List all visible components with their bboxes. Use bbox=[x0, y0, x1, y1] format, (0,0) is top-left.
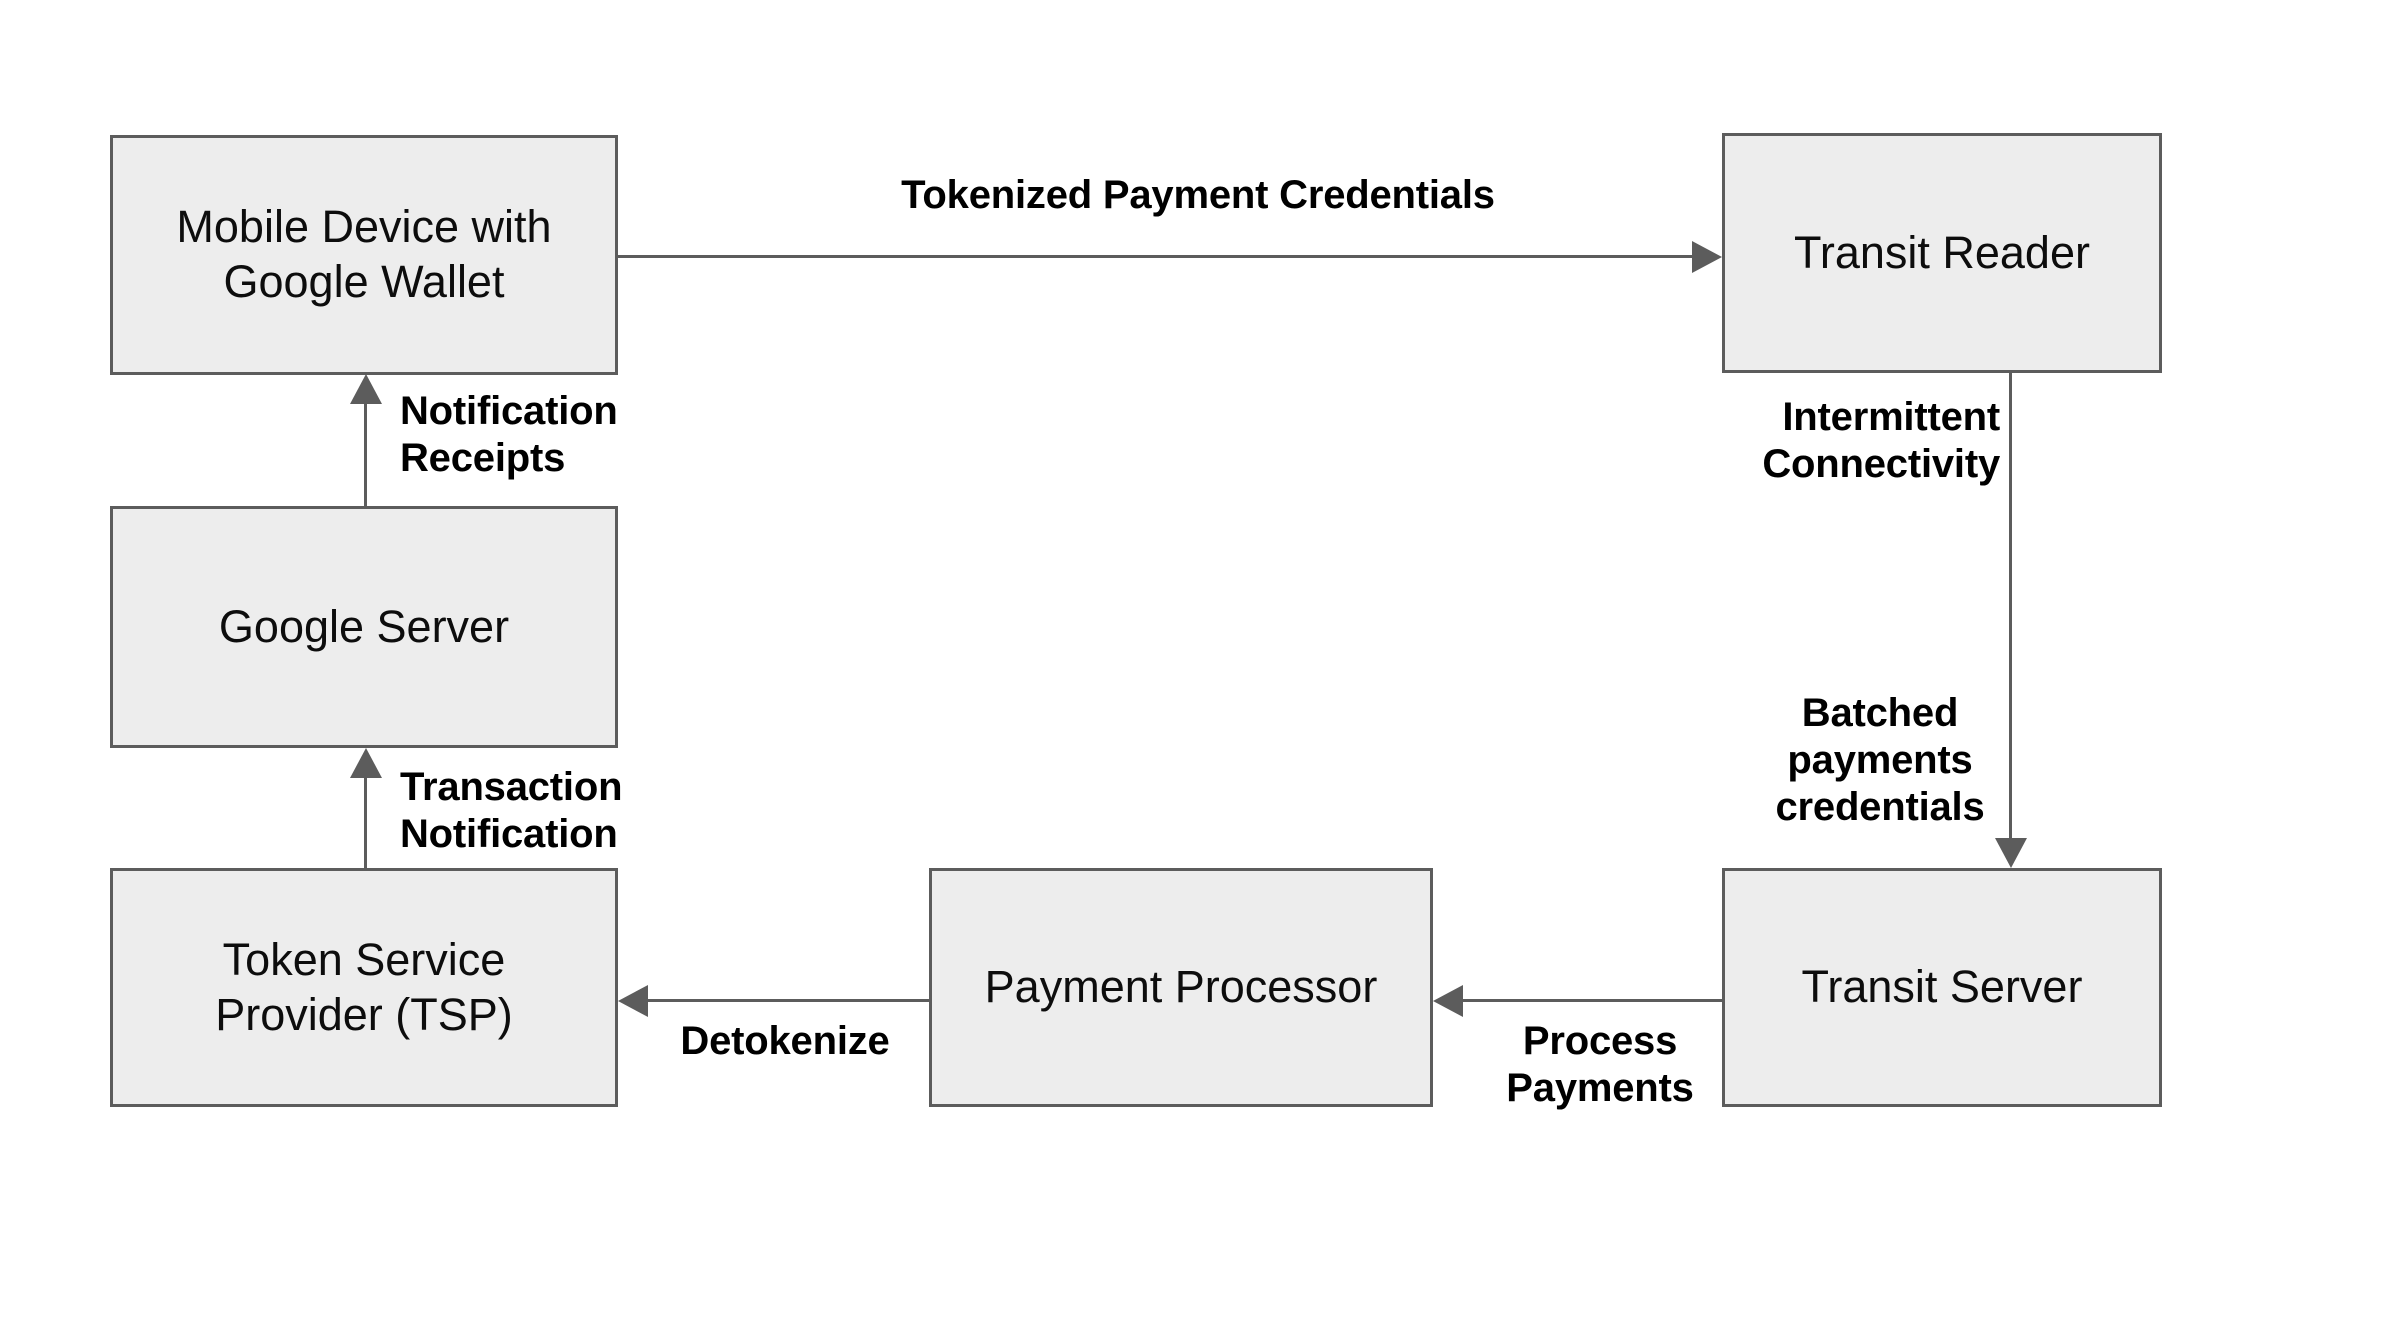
edge-label-tokenized-credentials: Tokenized Payment Credentials bbox=[901, 173, 1495, 217]
edge-line-transaction-notification bbox=[364, 778, 367, 868]
node-label-google-server: Google Server bbox=[218, 600, 510, 652]
edge-label-notification-receipts: Notification Receipts bbox=[400, 389, 618, 480]
edge-label-detokenize: Detokenize bbox=[680, 1019, 890, 1063]
edge-label-transaction-notification: Transaction Notification bbox=[400, 765, 623, 856]
node-payment-processor[interactable]: Payment Processor bbox=[929, 868, 1433, 1107]
edge-label-process-payments: Process Payments bbox=[1506, 1019, 1694, 1110]
edge-line-process-payments bbox=[1463, 999, 1723, 1002]
node-label-mobile-device: Mobile Device with Google Wallet bbox=[176, 201, 552, 307]
arrowhead-up-notification-receipts bbox=[350, 374, 382, 404]
arrowhead-right-tokenized-credentials bbox=[1692, 241, 1722, 273]
node-token-service-provider[interactable]: Token Service Provider (TSP) bbox=[110, 868, 618, 1107]
node-mobile-device-with-google-wallet[interactable]: Mobile Device with Google Wallet bbox=[110, 135, 618, 375]
edge-line-reader-to-server bbox=[2009, 373, 2012, 838]
node-label-transit-server: Transit Server bbox=[1801, 961, 2083, 1013]
edge-line-tokenized-credentials bbox=[618, 255, 1692, 258]
arrowhead-down-reader-to-server bbox=[1995, 838, 2027, 868]
node-google-server[interactable]: Google Server bbox=[110, 506, 618, 748]
arrowhead-left-process-payments bbox=[1433, 985, 1463, 1017]
edge-label-intermittent-connectivity: Intermittent Connectivity bbox=[1762, 395, 2000, 486]
edge-line-detokenize bbox=[648, 999, 930, 1002]
edge-label-batched-payments-credentials: Batched payments credentials bbox=[1775, 691, 1985, 829]
arrowhead-left-detokenize bbox=[618, 985, 648, 1017]
node-label-transit-reader: Transit Reader bbox=[1794, 226, 2090, 278]
node-transit-server[interactable]: Transit Server bbox=[1722, 868, 2162, 1107]
node-label-token-service-provider: Token Service Provider (TSP) bbox=[215, 933, 513, 1040]
edge-line-notification-receipts bbox=[364, 404, 367, 506]
node-transit-reader[interactable]: Transit Reader bbox=[1722, 133, 2162, 373]
node-label-payment-processor: Payment Processor bbox=[984, 961, 1378, 1013]
arrowhead-up-transaction-notification bbox=[350, 748, 382, 778]
